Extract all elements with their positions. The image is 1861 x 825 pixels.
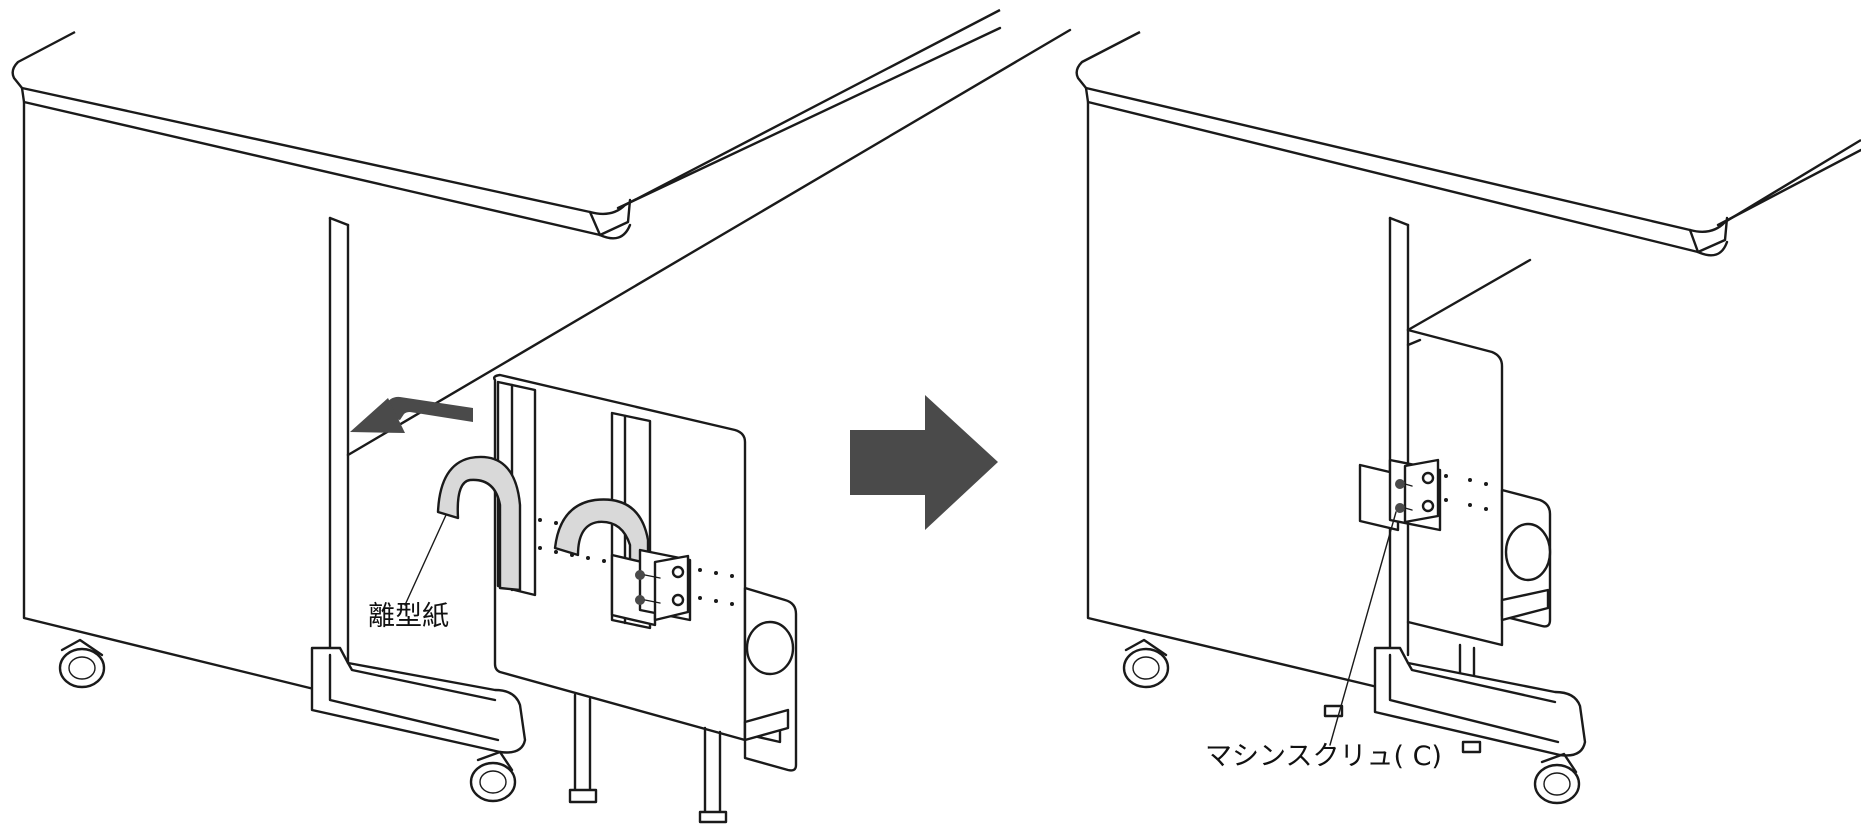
curved-arrow-left-icon [350, 396, 473, 433]
mounting-holes-right [1444, 474, 1488, 511]
bracket-left [610, 548, 692, 627]
caster-right-front [1122, 638, 1170, 689]
caster-left-front [58, 638, 106, 689]
desk-side-panel-left [22, 28, 1072, 692]
right-panel-after: マシンスクリュ( C) [1075, 30, 1861, 805]
desk-foot-right [1373, 646, 1587, 757]
caster-right-rear [1533, 752, 1581, 805]
machine-screw-label: マシンスクリュ( C) [1205, 741, 1442, 772]
desk-foot-left [310, 646, 527, 754]
arrow-right-icon [850, 395, 998, 530]
machine-screw-icon [635, 570, 661, 605]
caster-left-rear [469, 750, 517, 803]
mounting-holes-left [538, 518, 734, 606]
cpu-holder-right [1406, 328, 1552, 677]
adjuster-feet-right [1323, 704, 1482, 754]
desk-side-panel-right [1086, 100, 1532, 692]
left-panel-before: 離型紙 [11, 8, 1072, 824]
desk-top-left [11, 8, 1002, 240]
machine-screw-icon [1395, 479, 1413, 513]
release-paper-label: 離型紙 [368, 601, 449, 632]
desk-top-right [1075, 30, 1861, 257]
machine-screw-callout: マシンスクリュ( C) [1205, 511, 1442, 772]
bracket-right [1358, 458, 1442, 532]
release-paper-callout: 離型紙 [368, 514, 449, 632]
release-paper-left [436, 455, 522, 592]
